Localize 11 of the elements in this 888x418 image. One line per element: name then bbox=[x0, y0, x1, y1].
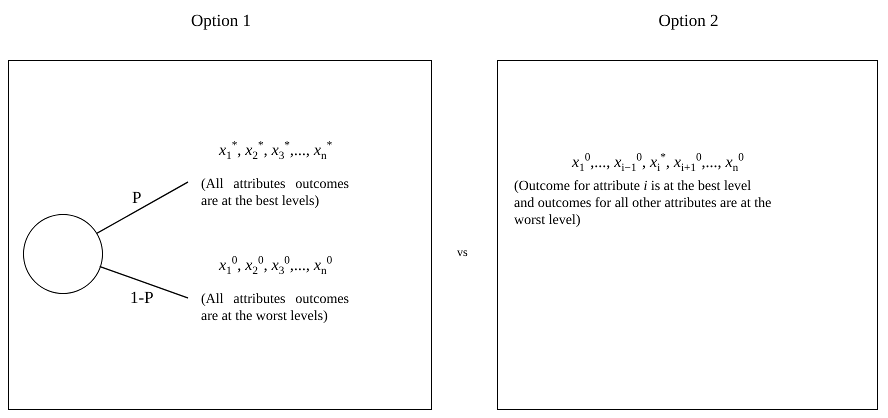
chance-node-circle bbox=[23, 214, 103, 294]
option-heading: Option 2 bbox=[658, 11, 720, 32]
description: (All attributes outcomes are at the worst levels) bbox=[201, 292, 349, 326]
description: (All attributes outcomes are at the best levels) bbox=[201, 177, 349, 211]
probability-label: 1-P bbox=[130, 288, 154, 308]
branch-line bbox=[99, 266, 188, 299]
option-heading: Option 1 bbox=[190, 11, 252, 32]
probability-label: P bbox=[132, 188, 142, 208]
branch-line bbox=[96, 181, 188, 234]
versus-label: vs bbox=[457, 245, 468, 260]
description: (Outcome for attribute i is at the best level and outcomes for all other attributes are at the worst level) bbox=[514, 179, 772, 230]
